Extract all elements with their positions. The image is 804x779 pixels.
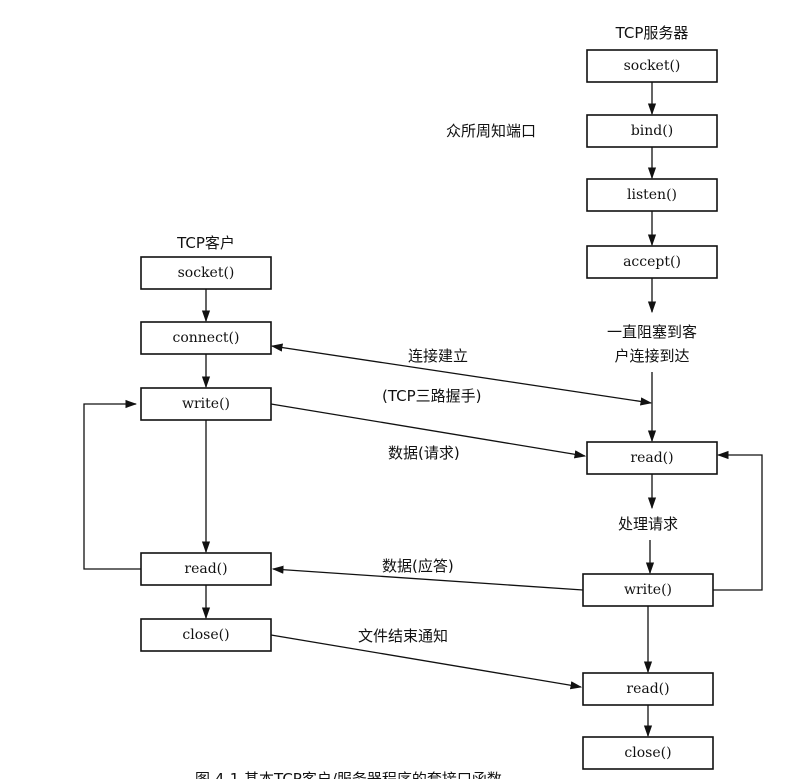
request-label: 数据(请求) — [388, 444, 460, 462]
server-socket-label: socket() — [624, 58, 681, 74]
server-read2-label: read() — [626, 681, 669, 697]
server-read2-box: read() — [582, 672, 714, 706]
well-known-port-label: 众所周知端口 — [446, 122, 536, 140]
eof-arrow — [270, 634, 583, 690]
server-accept-label: accept() — [623, 254, 681, 270]
server-accept-box: accept() — [586, 245, 718, 279]
process-request-label: 处理请求 — [618, 515, 678, 533]
server-close-label: close() — [624, 745, 671, 761]
server-close-box: close() — [582, 736, 714, 770]
request-arrow — [270, 403, 587, 459]
client-close-label: close() — [182, 627, 229, 643]
client-connect-label: connect() — [173, 330, 240, 346]
client-write-box: write() — [140, 387, 272, 421]
client-title: TCP客户 — [176, 234, 235, 252]
server-write-label: write() — [624, 582, 672, 598]
figure-caption: 图 4-1 基本TCP客户/服务器程序的套接口函数 — [195, 770, 502, 779]
server-socket-box: socket() — [586, 49, 718, 83]
client-close-box: close() — [140, 618, 272, 652]
reply-arrow — [271, 565, 584, 591]
server-listen-box: listen() — [586, 178, 718, 212]
server-read-box: read() — [586, 441, 718, 475]
connect-handshake-arrow — [270, 343, 653, 406]
server-bind-label: bind() — [631, 123, 673, 139]
server-write-box: write() — [582, 573, 714, 607]
handshake-label: (TCP三路握手) — [382, 387, 482, 405]
connect-established-label: 连接建立 — [408, 347, 468, 365]
server-bind-box: bind() — [586, 114, 718, 148]
client-socket-label: socket() — [178, 265, 235, 281]
block-label-line2: 户连接到达 — [614, 347, 689, 365]
eof-label: 文件结束通知 — [358, 627, 448, 645]
server-loop-arrow — [713, 450, 763, 591]
client-read-box: read() — [140, 552, 272, 586]
client-write-label: write() — [182, 396, 230, 412]
server-title: TCP服务器 — [615, 24, 689, 42]
server-read-label: read() — [630, 450, 673, 466]
client-socket-box: socket() — [140, 256, 272, 290]
client-connect-box: connect() — [140, 321, 272, 355]
client-read-label: read() — [184, 561, 227, 577]
server-listen-label: listen() — [627, 187, 677, 203]
client-loop-arrow — [83, 399, 141, 570]
block-label-line1: 一直阻塞到客 — [607, 323, 697, 341]
reply-label: 数据(应答) — [382, 557, 454, 575]
